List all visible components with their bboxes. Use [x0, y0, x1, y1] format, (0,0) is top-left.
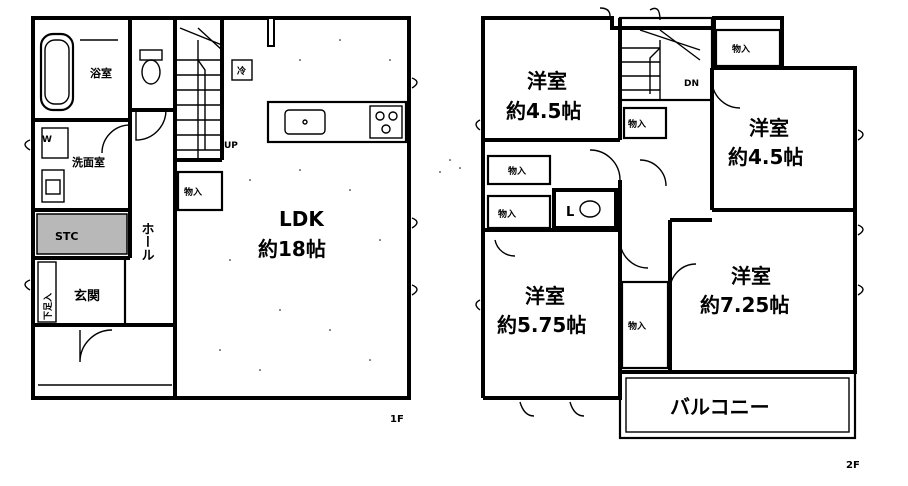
floor-1-label: 1F [390, 414, 404, 425]
room-nw-size: 約4.5帖 [506, 99, 581, 123]
washing-machine [41, 127, 69, 159]
washbasin [41, 169, 65, 203]
ldk-size-label: 約18帖 [258, 237, 326, 261]
balcony-label: バルコニー [670, 395, 770, 419]
floor-2-label: 2F [846, 460, 860, 471]
storage-nw-label: 物入 [508, 165, 526, 177]
room-sw-size: 約5.75帖 [497, 313, 586, 337]
room-nw-name: 洋室 [527, 69, 567, 93]
ldk-name-label: LDK [279, 207, 325, 231]
staircase-2f [620, 29, 701, 100]
room-ne-name: 洋室 [749, 116, 789, 140]
kitchen-counter [266, 100, 408, 144]
storage-top-label: 物入 [732, 43, 750, 55]
room-ne-size: 約4.5帖 [728, 145, 803, 169]
stove [369, 105, 403, 139]
stc-label: STC [55, 230, 79, 243]
toilet-room-2f [552, 188, 618, 230]
storage-se-label: 物入 [628, 320, 646, 332]
duct-label: DN [684, 79, 699, 89]
washroom-mark: W [42, 135, 52, 145]
room-se-size: 約7.25帖 [700, 293, 789, 317]
stc-storage-area [36, 213, 128, 255]
toilet-fixture [141, 59, 161, 85]
floor-2-outer-wall [481, 16, 784, 398]
floor-1-plan: 浴室 洗面室 W STC 玄関 下足入 ホール ホール 物入 冷 UP LDK … [24, 16, 461, 425]
floor-texture [219, 39, 461, 371]
washroom-label: 洗面室 [72, 155, 105, 169]
staircase-1f [175, 27, 223, 160]
entrance-label: 玄関 [74, 288, 100, 304]
shoe-storage-label: 下足入 [43, 293, 54, 320]
balcony [618, 370, 857, 440]
refrigerator-label: 冷 [237, 65, 246, 77]
floor-2-plan: 洋室 約4.5帖 洋室 約4.5帖 洋室 約5.75帖 洋室 約7.25帖 物入… [475, 7, 864, 471]
room-se-name: 洋室 [731, 264, 771, 288]
storage-sw-label: 物入 [498, 208, 516, 220]
bathtub [39, 32, 75, 112]
bath-label: 浴室 [90, 66, 112, 80]
hall-label-vertical: ホール [139, 222, 155, 261]
room-sw-name: 洋室 [525, 284, 565, 308]
toilet-mark-label: L [566, 205, 574, 220]
storage-stair-label: 物入 [184, 186, 202, 198]
refrigerator [231, 59, 253, 81]
kitchen-sink [284, 109, 326, 135]
stairs-up-label: UP [224, 141, 238, 151]
toilet-fixture-2f [579, 200, 601, 218]
storage-hall-label: 物入 [628, 118, 646, 130]
